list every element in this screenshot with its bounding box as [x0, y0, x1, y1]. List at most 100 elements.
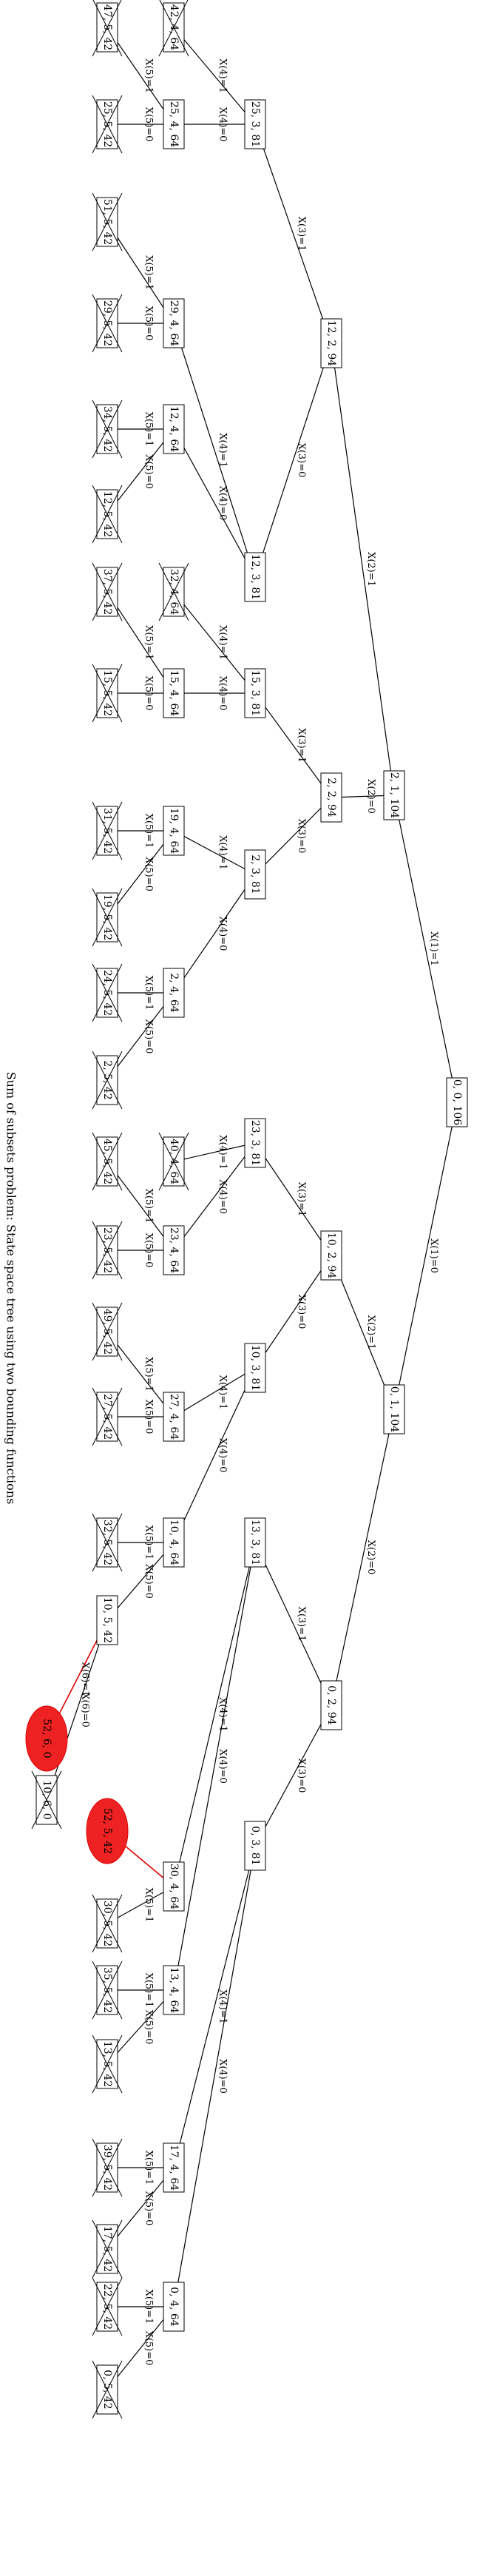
killed-node: 22, 5, 42 — [92, 2277, 123, 2336]
killed-node: 31, 5, 42 — [92, 801, 123, 860]
edge-c7-d13 — [173, 1542, 256, 1887]
tree-edges — [46, 27, 458, 2390]
cross-line — [92, 1302, 123, 1361]
node-label: 52, 6, 0 — [41, 1719, 53, 1758]
cross-line — [92, 888, 123, 947]
edge-c3-d5 — [173, 591, 256, 694]
edge-label-x-3-0: X(3)=0 — [296, 819, 307, 854]
cross-line — [92, 664, 123, 723]
edge-label-x-3-0: X(3)=0 — [296, 1295, 307, 1329]
node-box — [244, 1343, 266, 1393]
node-label: 10, 4, 64 — [168, 1520, 180, 1565]
node-label: 2, 3, 81 — [249, 854, 261, 894]
edge-label-x-5-1: X(5)=1 — [143, 976, 155, 1011]
edge-c5-d10 — [173, 1142, 256, 1251]
edge-label-x-5-1: X(5)=1 — [143, 412, 155, 447]
tree-node: 10, 3, 81 — [244, 1343, 266, 1393]
tree-node: 12, 2, 94 — [320, 318, 342, 368]
cross-line — [92, 399, 123, 459]
cross-line — [92, 1221, 123, 1280]
tree-node: 0, 4, 64 — [163, 2282, 185, 2332]
node-box — [244, 552, 266, 602]
node-box — [446, 1077, 468, 1127]
node-box — [163, 1225, 185, 1275]
edge-d2-e1 — [106, 27, 175, 125]
edge-label-x-4-1: X(4)=1 — [217, 1135, 228, 1170]
edge-d16-e26 — [106, 2306, 175, 2390]
killed-node: 19, 5, 42 — [92, 888, 123, 947]
tree-node: 2, 3, 81 — [244, 849, 266, 900]
tree-node: 0, 1, 104 — [383, 1384, 405, 1434]
node-label: 12, 3, 81 — [249, 554, 261, 600]
edge-label-x-4-0: X(4)=0 — [217, 676, 228, 711]
node-box — [244, 1517, 266, 1568]
node-box — [320, 772, 342, 823]
edge-label-x-5-1: X(5)=1 — [143, 58, 155, 93]
cross-line — [92, 2138, 123, 2197]
node-box — [163, 968, 185, 1018]
edge-d8-e12 — [106, 992, 175, 1081]
cross-line — [158, 0, 189, 57]
answer-node-ellipse — [25, 1705, 68, 1772]
killed-node: 51, 5, 42 — [92, 192, 123, 252]
killed-node: 10, 6, 0 — [31, 1770, 62, 1830]
killed-node: 12, 5, 42 — [92, 485, 123, 544]
tree-node: 30, 4, 64 — [163, 1861, 185, 1912]
node-label: 23, 4, 64 — [168, 1227, 180, 1273]
node-label: 12, 2, 94 — [325, 320, 337, 366]
cross-line — [92, 485, 123, 544]
edge-root-a1 — [393, 795, 458, 1103]
node-box — [163, 2142, 185, 2193]
cross-line — [92, 1960, 123, 2020]
edge-label-x-4-1: X(4)=1 — [217, 1989, 228, 2024]
edge-d10-e13 — [106, 1161, 175, 1251]
killed-node: 37, 5, 42 — [92, 562, 123, 621]
edge-label-x-4-1: X(4)=1 — [217, 58, 228, 93]
edge-e18-f2 — [46, 1619, 108, 1801]
edge-labels: X(1)=1X(1)=0X(2)=1X(2)=0X(2)=1X(2)=0X(3)… — [80, 58, 440, 2365]
tree-node: 0, 0, 106 — [446, 1077, 468, 1127]
tree-node: 29, 4, 64 — [163, 298, 185, 348]
cross-line — [92, 0, 122, 57]
edge-label-x-5-0: X(5)=0 — [143, 676, 155, 711]
killed-node: 29, 5, 42 — [92, 294, 123, 353]
edge-label-x-4-0: X(4)=0 — [217, 107, 228, 142]
edge-label-x-5-0: X(5)=0 — [143, 454, 155, 489]
node-box — [96, 1225, 118, 1275]
edge-label-x-2-1: X(2)=1 — [365, 552, 376, 587]
edge-label-x-3-1: X(3)=1 — [296, 1607, 307, 1642]
node-box — [244, 1118, 266, 1168]
tree-node: 0, 2, 94 — [320, 1680, 342, 1730]
edge-label-x-5-1: X(5)=1 — [143, 1189, 155, 1224]
edge-label-x-2-0: X(2)=0 — [365, 779, 376, 814]
cross-line — [92, 1894, 123, 1953]
killed-node: 45, 5, 42 — [92, 1132, 123, 1191]
node-box — [163, 806, 185, 856]
edge-d14-e22 — [106, 1989, 175, 2065]
killed-node: 47, 5, 42 — [92, 0, 123, 57]
node-box — [320, 1680, 342, 1730]
edge-c6-d12 — [173, 1367, 256, 1543]
edge-label-x-5-1: X(5)=1 — [143, 1888, 155, 1923]
killed-node: 24, 5, 42 — [92, 963, 123, 1022]
edge-a3-c4 — [254, 797, 332, 875]
node-box — [163, 298, 185, 348]
edge-label-x-4-0: X(4)=0 — [217, 1749, 228, 1784]
edge-b2-c6 — [254, 1255, 332, 1369]
node-box — [383, 1384, 405, 1434]
edge-label-x-4-0: X(4)=0 — [217, 917, 228, 951]
node-box — [163, 1965, 185, 2015]
cross-line — [92, 2360, 123, 2419]
edge-label-x-3-1: X(3)=1 — [296, 728, 307, 763]
edge-label-x-5-0: X(5)=0 — [143, 1233, 155, 1268]
node-label: 0, 2, 94 — [325, 1685, 337, 1725]
edge-c2-d4 — [173, 428, 256, 578]
killed-node: 49, 5, 42 — [92, 1302, 123, 1361]
edge-b3-c8 — [254, 1705, 332, 1847]
edge-label-x-4-0: X(4)=0 — [217, 1438, 228, 1473]
edge-b2-c5 — [254, 1142, 332, 1256]
node-box — [383, 770, 405, 820]
node-label: 0, 0, 106 — [451, 1079, 463, 1125]
node-label: 13, 4, 64 — [168, 1967, 180, 2013]
edge-label-x-5-1: X(5)=1 — [143, 255, 155, 290]
